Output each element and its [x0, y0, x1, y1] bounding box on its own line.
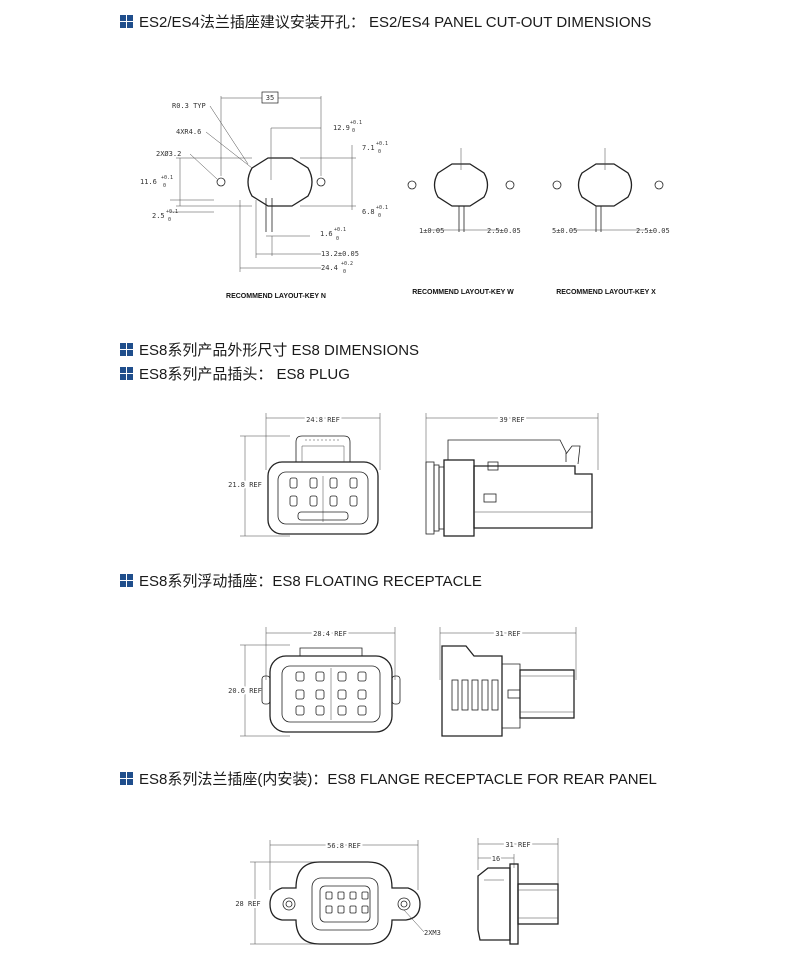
- tolerance-label: 0: [343, 269, 346, 275]
- section-heading-plug: ES8系列产品插头： ES8 PLUG: [120, 366, 350, 384]
- flange-length-label: 31 REF: [505, 841, 530, 849]
- dim-12-9-label: 12.9: [333, 124, 350, 132]
- section-title: ES8系列法兰插座(内安装)：ES8 FLANGE RECEPTACLE FOR…: [139, 771, 657, 788]
- flange-screw-label: 2XM3: [424, 929, 441, 937]
- plug-length-label: 39 REF: [499, 416, 524, 424]
- section-heading-cutout: ES2/ES4法兰插座建议安装开孔： ES2/ES4 PANEL CUT-OUT…: [120, 14, 651, 32]
- dim-box: [261, 91, 279, 104]
- floating-height-label: 20.6 REF: [228, 687, 262, 695]
- flange-rear-body: [517, 883, 559, 925]
- plug-side-view: 39 REF: [425, 413, 599, 537]
- radius-4-6-label: 4XR4.6: [176, 128, 201, 136]
- dim-13-2-label: 13.2±0.05: [321, 250, 359, 258]
- tolerance-label: +0.1: [350, 120, 362, 126]
- bullet-square-icon: [120, 772, 133, 785]
- flange-height-label: 28 REF: [235, 900, 260, 908]
- dim-24-4-label: 24.4: [321, 264, 338, 272]
- mounting-hole: [552, 180, 562, 190]
- flange-plate: [269, 861, 421, 945]
- plug-height-label: 21.8 REF: [228, 481, 262, 489]
- mounting-hole: [505, 180, 515, 190]
- section-heading-flange: ES8系列法兰插座(内安装)：ES8 FLANGE RECEPTACLE FOR…: [120, 771, 657, 789]
- cutout-outline: [247, 157, 313, 207]
- plug-latch: [295, 435, 351, 462]
- floating-width-label: 28.4 REF: [313, 630, 347, 638]
- floating-front-view: 28.4 REF 20.6 REF: [226, 627, 401, 737]
- key-x-caption: RECOMMEND LAYOUT-KEY X: [556, 289, 656, 296]
- bullet-square-icon: [120, 574, 133, 587]
- key-w-dim-a: 1±0.05: [419, 227, 444, 235]
- dim-6-8-label: 6.8: [362, 208, 375, 216]
- tolerance-label: 0: [378, 213, 381, 219]
- tolerance-label: +0.2: [341, 261, 353, 267]
- section-title: ES8系列产品插头： ES8 PLUG: [139, 366, 350, 383]
- floating-rear-housing: [519, 669, 575, 719]
- dim-2-5-label: 2.5: [152, 212, 165, 220]
- plug-body: [267, 461, 379, 535]
- dim-35-label: 35: [266, 94, 274, 102]
- tolerance-label: 0: [168, 217, 171, 223]
- flange-side-view: 31 REF 16: [477, 838, 559, 945]
- plug-face: [277, 471, 369, 525]
- key-w-caption: RECOMMEND LAYOUT-KEY W: [412, 289, 514, 296]
- tolerance-label: +0.1: [334, 227, 346, 233]
- section-title: ES8系列浮动插座：ES8 FLOATING RECEPTACLE: [139, 573, 482, 590]
- mounting-hole: [654, 180, 664, 190]
- bullet-square-icon: [120, 343, 133, 356]
- flange-side-housing: [477, 867, 511, 941]
- mounting-hole: [216, 177, 226, 187]
- floating-length-label: 31 REF: [495, 630, 520, 638]
- key-w-dim-b: 2.5±0.05: [487, 227, 521, 235]
- flange-width-label: 56.8 REF: [327, 842, 361, 850]
- dim-1-6-label: 1.6: [320, 230, 333, 238]
- dim-11-6-label: 11.6: [140, 178, 157, 186]
- section-heading-dimensions: ES8系列产品外形尺寸 ES8 DIMENSIONS: [120, 342, 419, 360]
- tolerance-label: +0.1: [166, 209, 178, 215]
- tolerance-label: +0.1: [376, 205, 388, 211]
- section-title: ES2/ES4法兰插座建议安装开孔： ES2/ES4 PANEL CUT-OUT…: [139, 14, 652, 31]
- tolerance-label: 0: [378, 149, 381, 155]
- plug-width-label: 24.8 REF: [306, 416, 340, 424]
- flange-depth-label: 16: [492, 855, 500, 863]
- cutout-key-w-drawing: 1±0.05 2.5±0.05 RECOMMEND LAYOUT-KEY W: [407, 148, 521, 296]
- section-heading-floating: ES8系列浮动插座：ES8 FLOATING RECEPTACLE: [120, 573, 482, 591]
- tolerance-label: 0: [163, 183, 166, 189]
- dim-7-1-label: 7.1: [362, 144, 375, 152]
- cutout-outline: [577, 163, 633, 207]
- cutout-key-n-drawing: 35 12.9 +0.1 0 7.1 +0.1 0 6.8 +0.1 0 11.…: [140, 91, 388, 300]
- tolerance-label: 0: [336, 236, 339, 242]
- tolerance-label: +0.1: [376, 141, 388, 147]
- floating-side-view: 31 REF: [439, 627, 577, 737]
- key-n-caption: RECOMMEND LAYOUT-KEY N: [226, 293, 326, 300]
- section-title: ES8系列产品外形尺寸 ES8 DIMENSIONS: [139, 342, 420, 359]
- key-x-dim-b: 2.5±0.05: [636, 227, 670, 235]
- flange-front-view: 56.8 REF 28 REF 2XM3: [233, 840, 441, 945]
- cutout-outline: [433, 163, 489, 207]
- bullet-square-icon: [120, 367, 133, 380]
- radius-typ-label: R0.3 TYP: [172, 102, 206, 110]
- hole-diameter-label: 2XØ3.2: [156, 150, 181, 158]
- flange-screw-hole: [397, 897, 411, 911]
- floating-face: [281, 665, 381, 723]
- tolerance-label: 0: [352, 128, 355, 134]
- plug-front-view: 24.8 REF 21.8 REF: [226, 413, 381, 537]
- key-x-dim-a: 5±0.05: [552, 227, 577, 235]
- mounting-hole: [407, 180, 417, 190]
- mounting-hole: [316, 177, 326, 187]
- flange-screw-hole: [282, 897, 296, 911]
- cutout-key-x-drawing: 5±0.05 2.5±0.05 RECOMMEND LAYOUT-KEY X: [552, 148, 670, 296]
- bullet-square-icon: [120, 15, 133, 28]
- tolerance-label: +0.1: [161, 175, 173, 181]
